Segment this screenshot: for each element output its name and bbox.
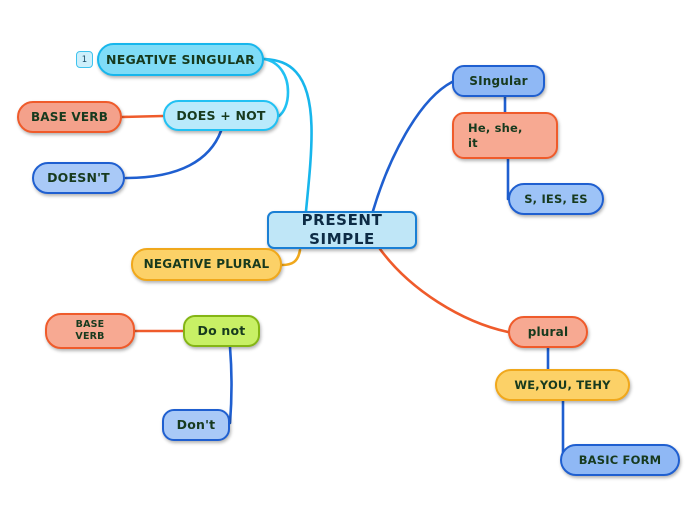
edge-center-to-negative-plural [280, 248, 302, 267]
edge-does-not-to-base-verb [120, 114, 165, 119]
edge-center-to-negative-singular [263, 57, 313, 213]
node-s-ies-es[interactable]: S, IES, ES [508, 183, 604, 215]
node-base-verb-top[interactable]: BASE VERB [17, 101, 122, 133]
edge-center-to-plural [378, 247, 510, 334]
edge-do-not-to-dont [228, 345, 233, 425]
node-singular[interactable]: SIngular [452, 65, 545, 97]
node-present-simple[interactable]: PRESENT SIMPLE [267, 211, 417, 249]
node-basic-form[interactable]: BASIC FORM [560, 444, 680, 476]
node-negative-singular[interactable]: NEGATIVE SINGULAR [97, 43, 264, 76]
node-base-verb-bottom[interactable]: BASE VERB [45, 313, 135, 349]
node-do-not[interactable]: Do not [183, 315, 260, 347]
node-he-she-it[interactable]: He, she, it [452, 112, 558, 159]
node-does-plus-not[interactable]: DOES + NOT [163, 100, 279, 131]
badge-negative-singular-index[interactable]: 1 [76, 51, 93, 68]
edge-center-to-singular [371, 80, 454, 213]
node-doesnt[interactable]: DOESN'T [32, 162, 125, 194]
node-we-you-tehy[interactable]: WE,YOU, TEHY [495, 369, 630, 401]
node-dont[interactable]: Don't [162, 409, 230, 441]
edge-does-not-to-doesnt [124, 129, 223, 180]
node-negative-plural[interactable]: NEGATIVE PLURAL [131, 248, 282, 281]
node-plural[interactable]: plural [508, 316, 588, 348]
